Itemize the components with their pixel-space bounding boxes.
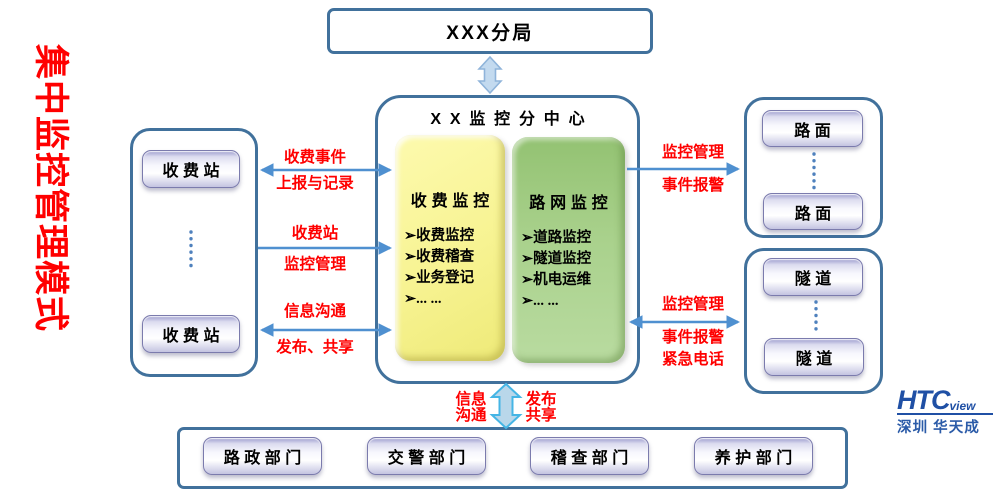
label-bottom-right-1: 发布 <box>525 391 557 408</box>
label-left-top-1: 收费事件 <box>283 149 346 166</box>
monitor-center-title: XX监控分中心 <box>430 111 594 128</box>
label-right-bottom-1: 监控管理 <box>661 296 724 313</box>
diagram-title-vertical: 集中监控管理模式 <box>31 44 70 333</box>
road-network-card-title: 路网监控 <box>529 195 613 212</box>
tunnel-node-bottom: 隧道 <box>764 338 864 376</box>
toll-station-node-top: 收费站 <box>142 150 240 188</box>
block-arrow-bureau-link <box>477 55 503 95</box>
toll-card-item: ➢... ... <box>404 291 442 307</box>
label-left-mid-2: 监控管理 <box>283 256 346 273</box>
vendor-logo-brand: HTC <box>897 385 950 415</box>
label-right-top-1: 监控管理 <box>661 144 724 161</box>
dept-node-maintenance: 养护部门 <box>694 437 813 475</box>
road-surface-node-top: 路面 <box>762 110 863 147</box>
toll-card-item: ➢业务登记 <box>404 270 475 286</box>
vendor-logo: HTC view 深圳 华天成 <box>897 385 993 437</box>
branch-bureau-label: XXX分局 <box>446 22 534 44</box>
label-bottom-right-2: 共享 <box>525 407 557 424</box>
toll-card-item: ➢收费稽查 <box>404 249 475 265</box>
road-card-item: ➢隧道监控 <box>521 251 592 267</box>
dept-node-road-admin: 路政部门 <box>203 437 322 475</box>
label-bottom-left-1: 信息 <box>455 391 487 408</box>
label-right-top-2: 事件报警 <box>661 177 724 194</box>
label-right-bottom-2: 事件报警 <box>661 329 724 346</box>
toll-monitor-card: 收费监控 ➢收费监控 ➢收费稽查 ➢业务登记 ➢... ... <box>395 135 505 361</box>
label-left-mid-1: 收费站 <box>291 225 339 242</box>
dept-node-traffic-police: 交警部门 <box>367 437 486 475</box>
road-card-item: ➢道路监控 <box>521 230 592 246</box>
tunnel-node-top: 隧道 <box>763 258 863 296</box>
road-card-item: ➢... ... <box>521 293 559 309</box>
label-left-top-2: 上报与记录 <box>276 175 354 192</box>
label-left-bottom-1: 信息沟通 <box>283 303 346 320</box>
label-bottom-left-2: 沟通 <box>455 407 487 424</box>
toll-station-node-bottom: 收费站 <box>142 315 240 353</box>
vendor-logo-suffix: view <box>949 399 976 413</box>
branch-bureau-box: XXX分局 <box>327 8 653 54</box>
label-left-bottom-2: 发布、共享 <box>276 339 354 356</box>
vendor-company-name: 深圳 华天成 <box>897 420 981 436</box>
road-surface-node-bottom: 路面 <box>763 193 863 230</box>
road-network-card: 路网监控 ➢道路监控 ➢隧道监控 ➢机电运维 ➢... ... <box>512 137 625 363</box>
toll-card-item: ➢收费监控 <box>404 228 475 244</box>
vendor-logo-wordmark: HTC view <box>897 385 993 415</box>
label-right-bottom-3: 紧急电话 <box>661 351 724 368</box>
toll-monitor-card-title: 收费监控 <box>410 193 494 210</box>
dept-node-inspection: 稽查部门 <box>530 437 649 475</box>
road-card-item: ➢机电运维 <box>521 272 592 288</box>
